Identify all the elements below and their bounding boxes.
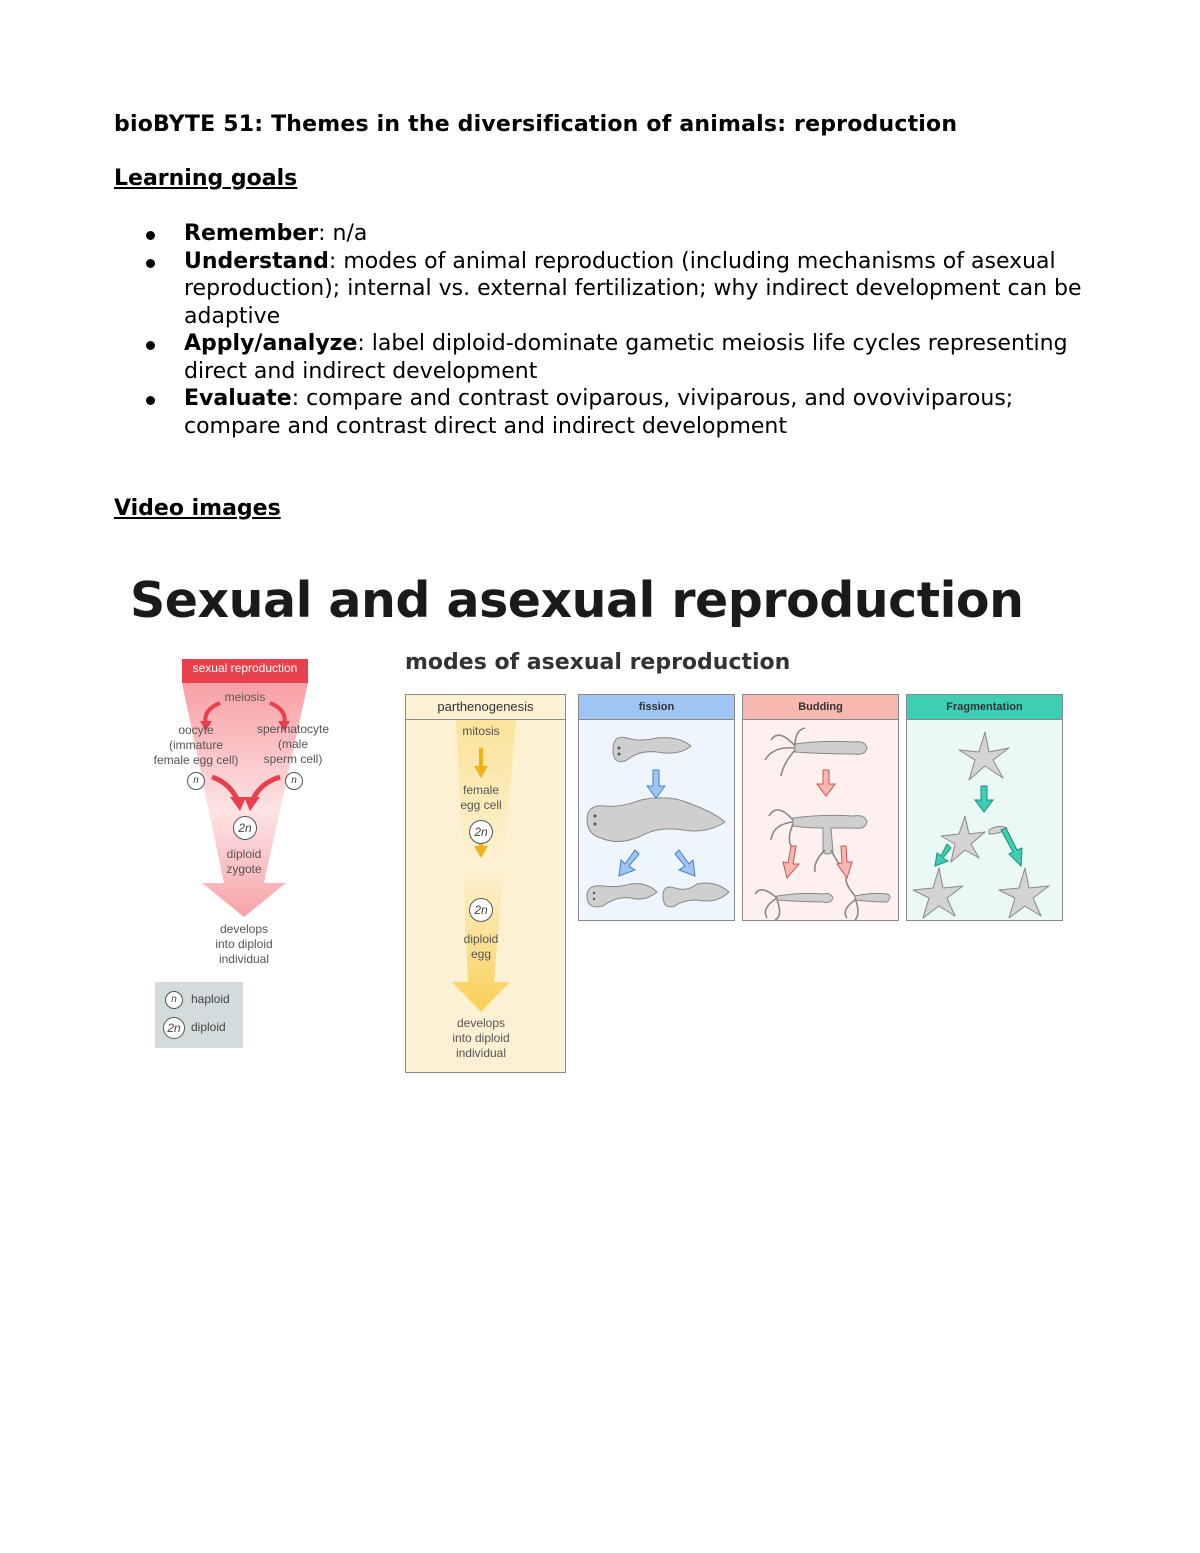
goal-text: : compare and contrast oviparous, vivipa…: [184, 386, 1013, 439]
starfish-icon: [941, 816, 985, 862]
fragmentation-header: Fragmentation: [906, 695, 1063, 719]
goal-term: Understand: [184, 249, 329, 274]
diploid-zygote-circle: 2n: [233, 816, 257, 840]
flatworm-icon: [587, 884, 657, 907]
haploid-circle-right: n: [285, 772, 303, 790]
budding-illustration: [743, 720, 898, 920]
arrow-down-icon: [817, 770, 835, 796]
learning-goals-list: Remember: n/a Understand: modes of anima…: [114, 220, 1094, 440]
arrow-down-left-icon: [619, 850, 639, 876]
diploid-egg-label: diploid egg: [441, 932, 521, 962]
learning-goals-heading: Learning goals: [114, 166, 297, 191]
hydra-icon: [793, 815, 867, 854]
fission-illustration: [579, 720, 734, 920]
fission-header: fission: [578, 695, 735, 719]
egg-diploid-circle: 2n: [469, 820, 493, 844]
budding-header: Budding: [742, 695, 899, 719]
goal-item-apply-analyze: Apply/analyze: label diploid-dominate ga…: [114, 330, 1094, 385]
goal-term: Evaluate: [184, 386, 292, 411]
figure-subtitle: modes of asexual reproduction: [405, 650, 790, 675]
bullet-icon: [146, 396, 155, 405]
diploid-egg-circle: 2n: [469, 898, 493, 922]
legend-haploid-label: haploid: [191, 992, 230, 1007]
arrow-down-left-icon: [935, 844, 951, 866]
document-title: bioBYTE 51: Themes in the diversificatio…: [114, 112, 957, 137]
starfish-icon: [959, 732, 1009, 780]
goal-item-understand: Understand: modes of animal reproduction…: [114, 248, 1094, 331]
starfish-icon: [999, 868, 1049, 918]
bullet-icon: [146, 231, 155, 240]
fragmentation-illustration: [907, 720, 1062, 920]
mitosis-label: mitosis: [441, 724, 521, 739]
female-egg-label: female egg cell: [436, 783, 526, 813]
zygote-label: diploid zygote: [204, 847, 284, 877]
hydra-icon: [777, 893, 833, 902]
legend-haploid-circle: n: [165, 991, 183, 1009]
flatworm-icon: [587, 798, 725, 842]
figure-title: Sexual and asexual reproduction: [130, 572, 1023, 629]
starfish-icon: [913, 868, 963, 918]
arrow-down-left-icon: [783, 846, 799, 878]
bullet-icon: [146, 341, 155, 350]
sexual-reproduction-header: sexual reproduction: [182, 661, 308, 676]
meiosis-label: meiosis: [205, 690, 285, 705]
haploid-circle-left: n: [187, 772, 205, 790]
parthenogenesis-header: parthenogenesis: [405, 699, 566, 714]
hydra-icon: [795, 741, 867, 754]
bullet-icon: [146, 259, 155, 268]
arrow-down-right-icon: [837, 846, 852, 878]
arrow-down-right-icon: [675, 850, 695, 876]
goal-text: : n/a: [318, 221, 367, 246]
parthenogenesis-develops-label: develops into diploid individual: [426, 1016, 536, 1061]
flatworm-icon: [613, 737, 691, 761]
arrow-down-icon: [647, 770, 665, 798]
goal-item-remember: Remember: n/a: [114, 220, 1094, 248]
goal-item-evaluate: Evaluate: compare and contrast oviparous…: [114, 385, 1094, 440]
ploidy-legend: n haploid 2n diploid: [155, 982, 243, 1048]
legend-diploid-circle: 2n: [163, 1017, 185, 1039]
legend-diploid-label: diploid: [191, 1020, 226, 1035]
video-images-heading: Video images: [114, 496, 281, 521]
hydra-icon: [855, 893, 890, 902]
reproduction-figure: Sexual and asexual reproduction modes of…: [0, 560, 1200, 1100]
goal-term: Apply/analyze: [184, 331, 357, 356]
arrow-down-icon: [975, 786, 993, 812]
sexual-develops-label: develops into diploid individual: [194, 922, 294, 967]
oocyte-label: oocyte (immature female egg cell): [146, 723, 246, 768]
flatworm-icon: [663, 883, 729, 907]
parthenogenesis-arrow-graphic: [406, 720, 565, 1020]
spermatocyte-label: spermatocyte (male sperm cell): [248, 722, 338, 767]
goal-term: Remember: [184, 221, 318, 246]
arrow-down-right-icon: [1001, 828, 1022, 866]
